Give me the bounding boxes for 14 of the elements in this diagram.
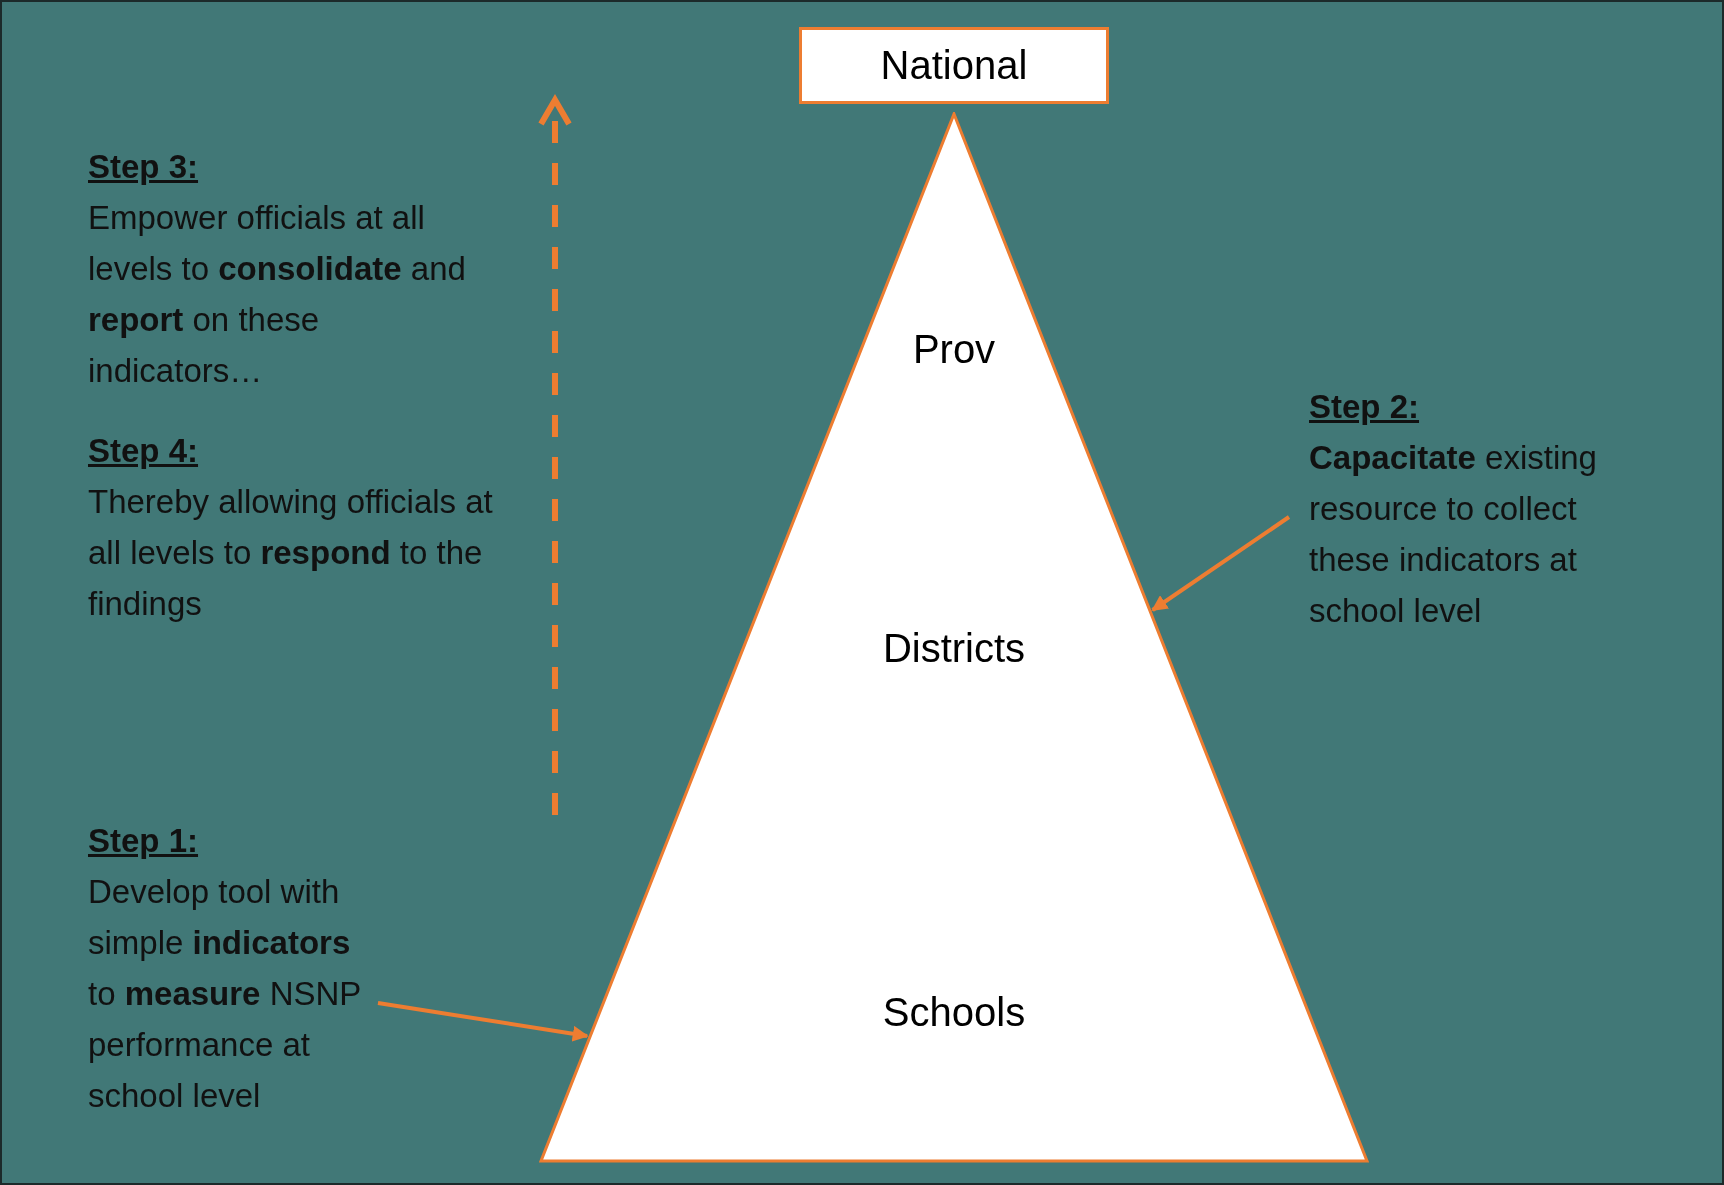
arrow bbox=[377, 1001, 589, 1042]
step-description: Empower officials at all levels to consolidate and report on these indicators… bbox=[88, 198, 467, 391]
step-heading: Step 2: bbox=[1309, 388, 1421, 426]
step-description: Thereby allowing officials at all levels to respond to the findings bbox=[88, 482, 494, 624]
step-heading: Step 3: bbox=[88, 148, 200, 186]
level-label: Schools bbox=[882, 990, 1026, 1035]
arrow bbox=[1151, 515, 1291, 612]
step-description: Develop tool with simple indicators to measure NSNP performance at school level bbox=[88, 872, 362, 1116]
step-description: Capacitate existing resource to collect these indicators at school level bbox=[1309, 438, 1598, 631]
level-box: National bbox=[799, 27, 1109, 104]
level-label: Districts bbox=[882, 626, 1026, 671]
step-heading: Step 4: bbox=[88, 432, 200, 470]
level-label: Prov bbox=[912, 327, 996, 372]
step-heading: Step 1: bbox=[88, 822, 200, 860]
